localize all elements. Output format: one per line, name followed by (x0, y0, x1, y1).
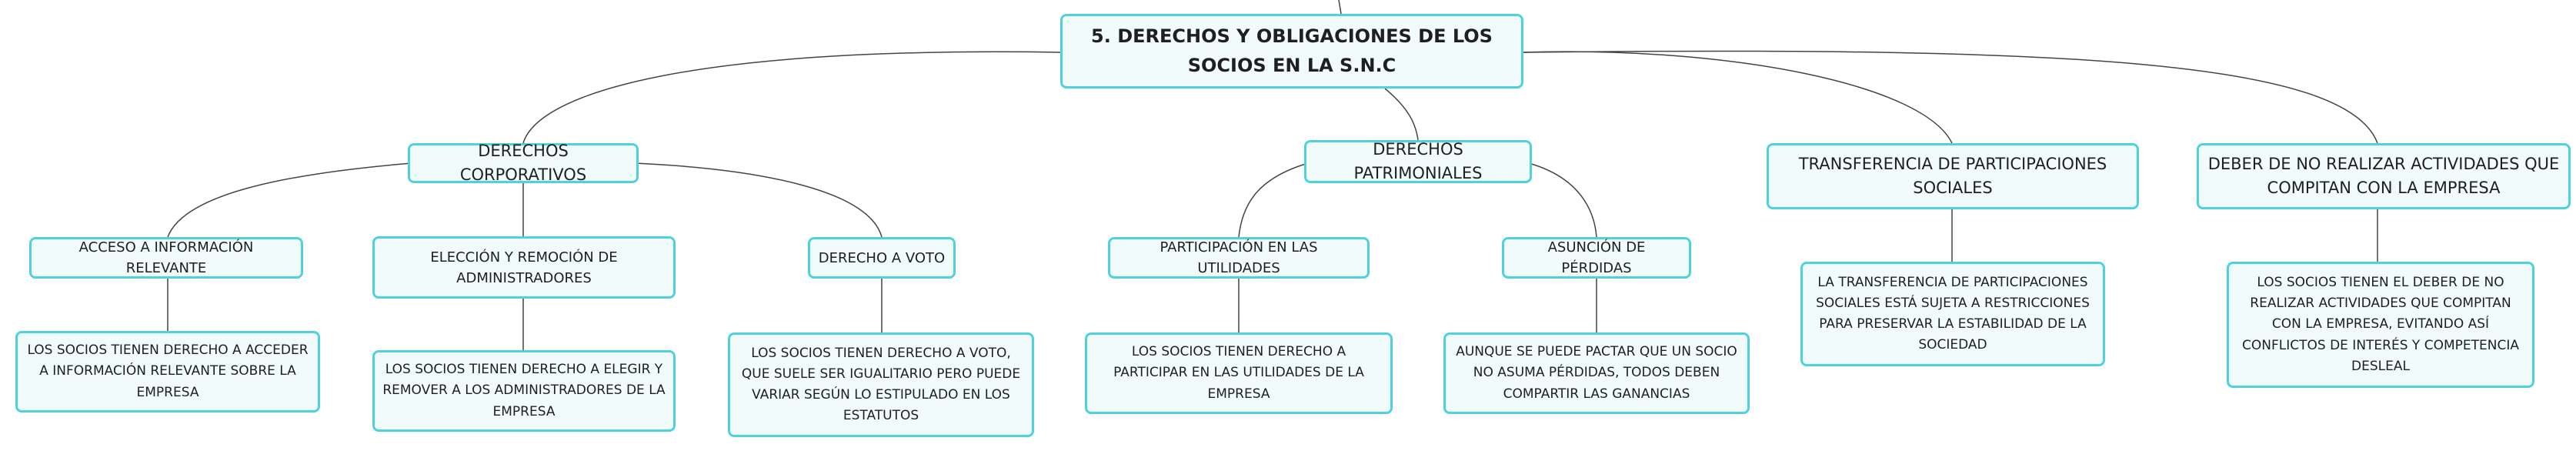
connector-corporativos-acceso (167, 162, 412, 238)
topic-eleccion-remocion[interactable]: ELECCIÓN Y REMOCIÓN DE ADMINISTRADORES (372, 236, 676, 299)
detail-text: LOS SOCIOS TIENEN DERECHO A ELEGIR Y REM… (382, 362, 666, 419)
topic-asuncion-perdidas[interactable]: ASUNCIÓN DE PÉRDIDAS (1502, 237, 1691, 279)
detail-text: LOS SOCIOS TIENEN DERECHO A ACCEDER A IN… (27, 342, 309, 400)
detail-text: LOS SOCIOS TIENEN DERECHO A PARTICIPAR E… (1113, 344, 1364, 402)
topic-derechos-patrimoniales[interactable]: DERECHOS PATRIMONIALES (1304, 140, 1532, 183)
connector-root-competencia (1523, 50, 2378, 144)
connector-parent-root (1338, 0, 1342, 15)
root-topic-label: 5. DERECHOS Y OBLIGACIONES DE LOS SOCIOS… (1091, 25, 1493, 76)
topic-label: DERECHO A VOTO (818, 249, 946, 266)
detail-text: LA TRANSFERENCIA DE PARTICIPACIONES SOCI… (1816, 274, 2090, 353)
detail-derecho-voto[interactable]: LOS SOCIOS TIENEN DERECHO A VOTO, QUE SU… (728, 332, 1034, 437)
detail-asuncion-perdidas[interactable]: AUNQUE SE PUEDE PACTAR QUE UN SOCIO NO A… (1443, 332, 1750, 414)
connector-root-corporativos (522, 51, 1061, 144)
topic-label: TRANSFERENCIA DE PARTICIPACIONES SOCIALE… (1798, 154, 2107, 198)
connector-patrimoniales-utilidades (1238, 162, 1309, 238)
topic-transferencia[interactable]: TRANSFERENCIA DE PARTICIPACIONES SOCIALE… (1767, 143, 2139, 209)
connector-root-transferencia (1523, 51, 1953, 144)
detail-deber-no-competir[interactable]: LOS SOCIOS TIENEN EL DEBER DE NO REALIZA… (2227, 262, 2534, 388)
topic-deber-no-competir[interactable]: DEBER DE NO REALIZAR ACTIVIDADES QUE COM… (2197, 143, 2571, 209)
topic-derechos-corporativos[interactable]: DERECHOS CORPORATIVOS (408, 142, 639, 184)
detail-acceso-informacion[interactable]: LOS SOCIOS TIENEN DERECHO A ACCEDER A IN… (15, 331, 320, 413)
topic-label: DEBER DE NO REALIZAR ACTIVIDADES QUE COM… (2207, 154, 2560, 198)
topic-label: ACCESO A INFORMACIÓN RELEVANTE (78, 239, 254, 276)
topic-label: ASUNCIÓN DE PÉRDIDAS (1547, 239, 1646, 276)
detail-eleccion-remocion[interactable]: LOS SOCIOS TIENEN DERECHO A ELEGIR Y REM… (372, 350, 676, 432)
connector-patrimoniales-perdidas (1528, 162, 1597, 238)
connector-root-patrimoniales (1384, 88, 1419, 141)
topic-acceso-informacion[interactable]: ACCESO A INFORMACIÓN RELEVANTE (29, 237, 303, 279)
topic-derecho-voto[interactable]: DERECHO A VOTO (808, 237, 956, 279)
topic-label: PARTICIPACIÓN EN LAS UTILIDADES (1160, 239, 1318, 276)
connector-corporativos-voto (634, 162, 883, 238)
topic-label: DERECHOS PATRIMONIALES (1353, 139, 1483, 183)
topic-label: DERECHOS CORPORATIVOS (459, 141, 587, 185)
topic-participacion-utilidades[interactable]: PARTICIPACIÓN EN LAS UTILIDADES (1108, 237, 1370, 279)
detail-text: AUNQUE SE PUEDE PACTAR QUE UN SOCIO NO A… (1456, 344, 1737, 402)
detail-transferencia[interactable]: LA TRANSFERENCIA DE PARTICIPACIONES SOCI… (1800, 262, 2105, 366)
detail-text: LOS SOCIOS TIENEN DERECHO A VOTO, QUE SU… (741, 345, 1021, 424)
detail-participacion-utilidades[interactable]: LOS SOCIOS TIENEN DERECHO A PARTICIPAR E… (1085, 332, 1393, 414)
topic-label: ELECCIÓN Y REMOCIÓN DE ADMINISTRADORES (430, 249, 618, 286)
root-topic[interactable]: 5. DERECHOS Y OBLIGACIONES DE LOS SOCIOS… (1060, 14, 1523, 89)
detail-text: LOS SOCIOS TIENEN EL DEBER DE NO REALIZA… (2242, 275, 2519, 374)
